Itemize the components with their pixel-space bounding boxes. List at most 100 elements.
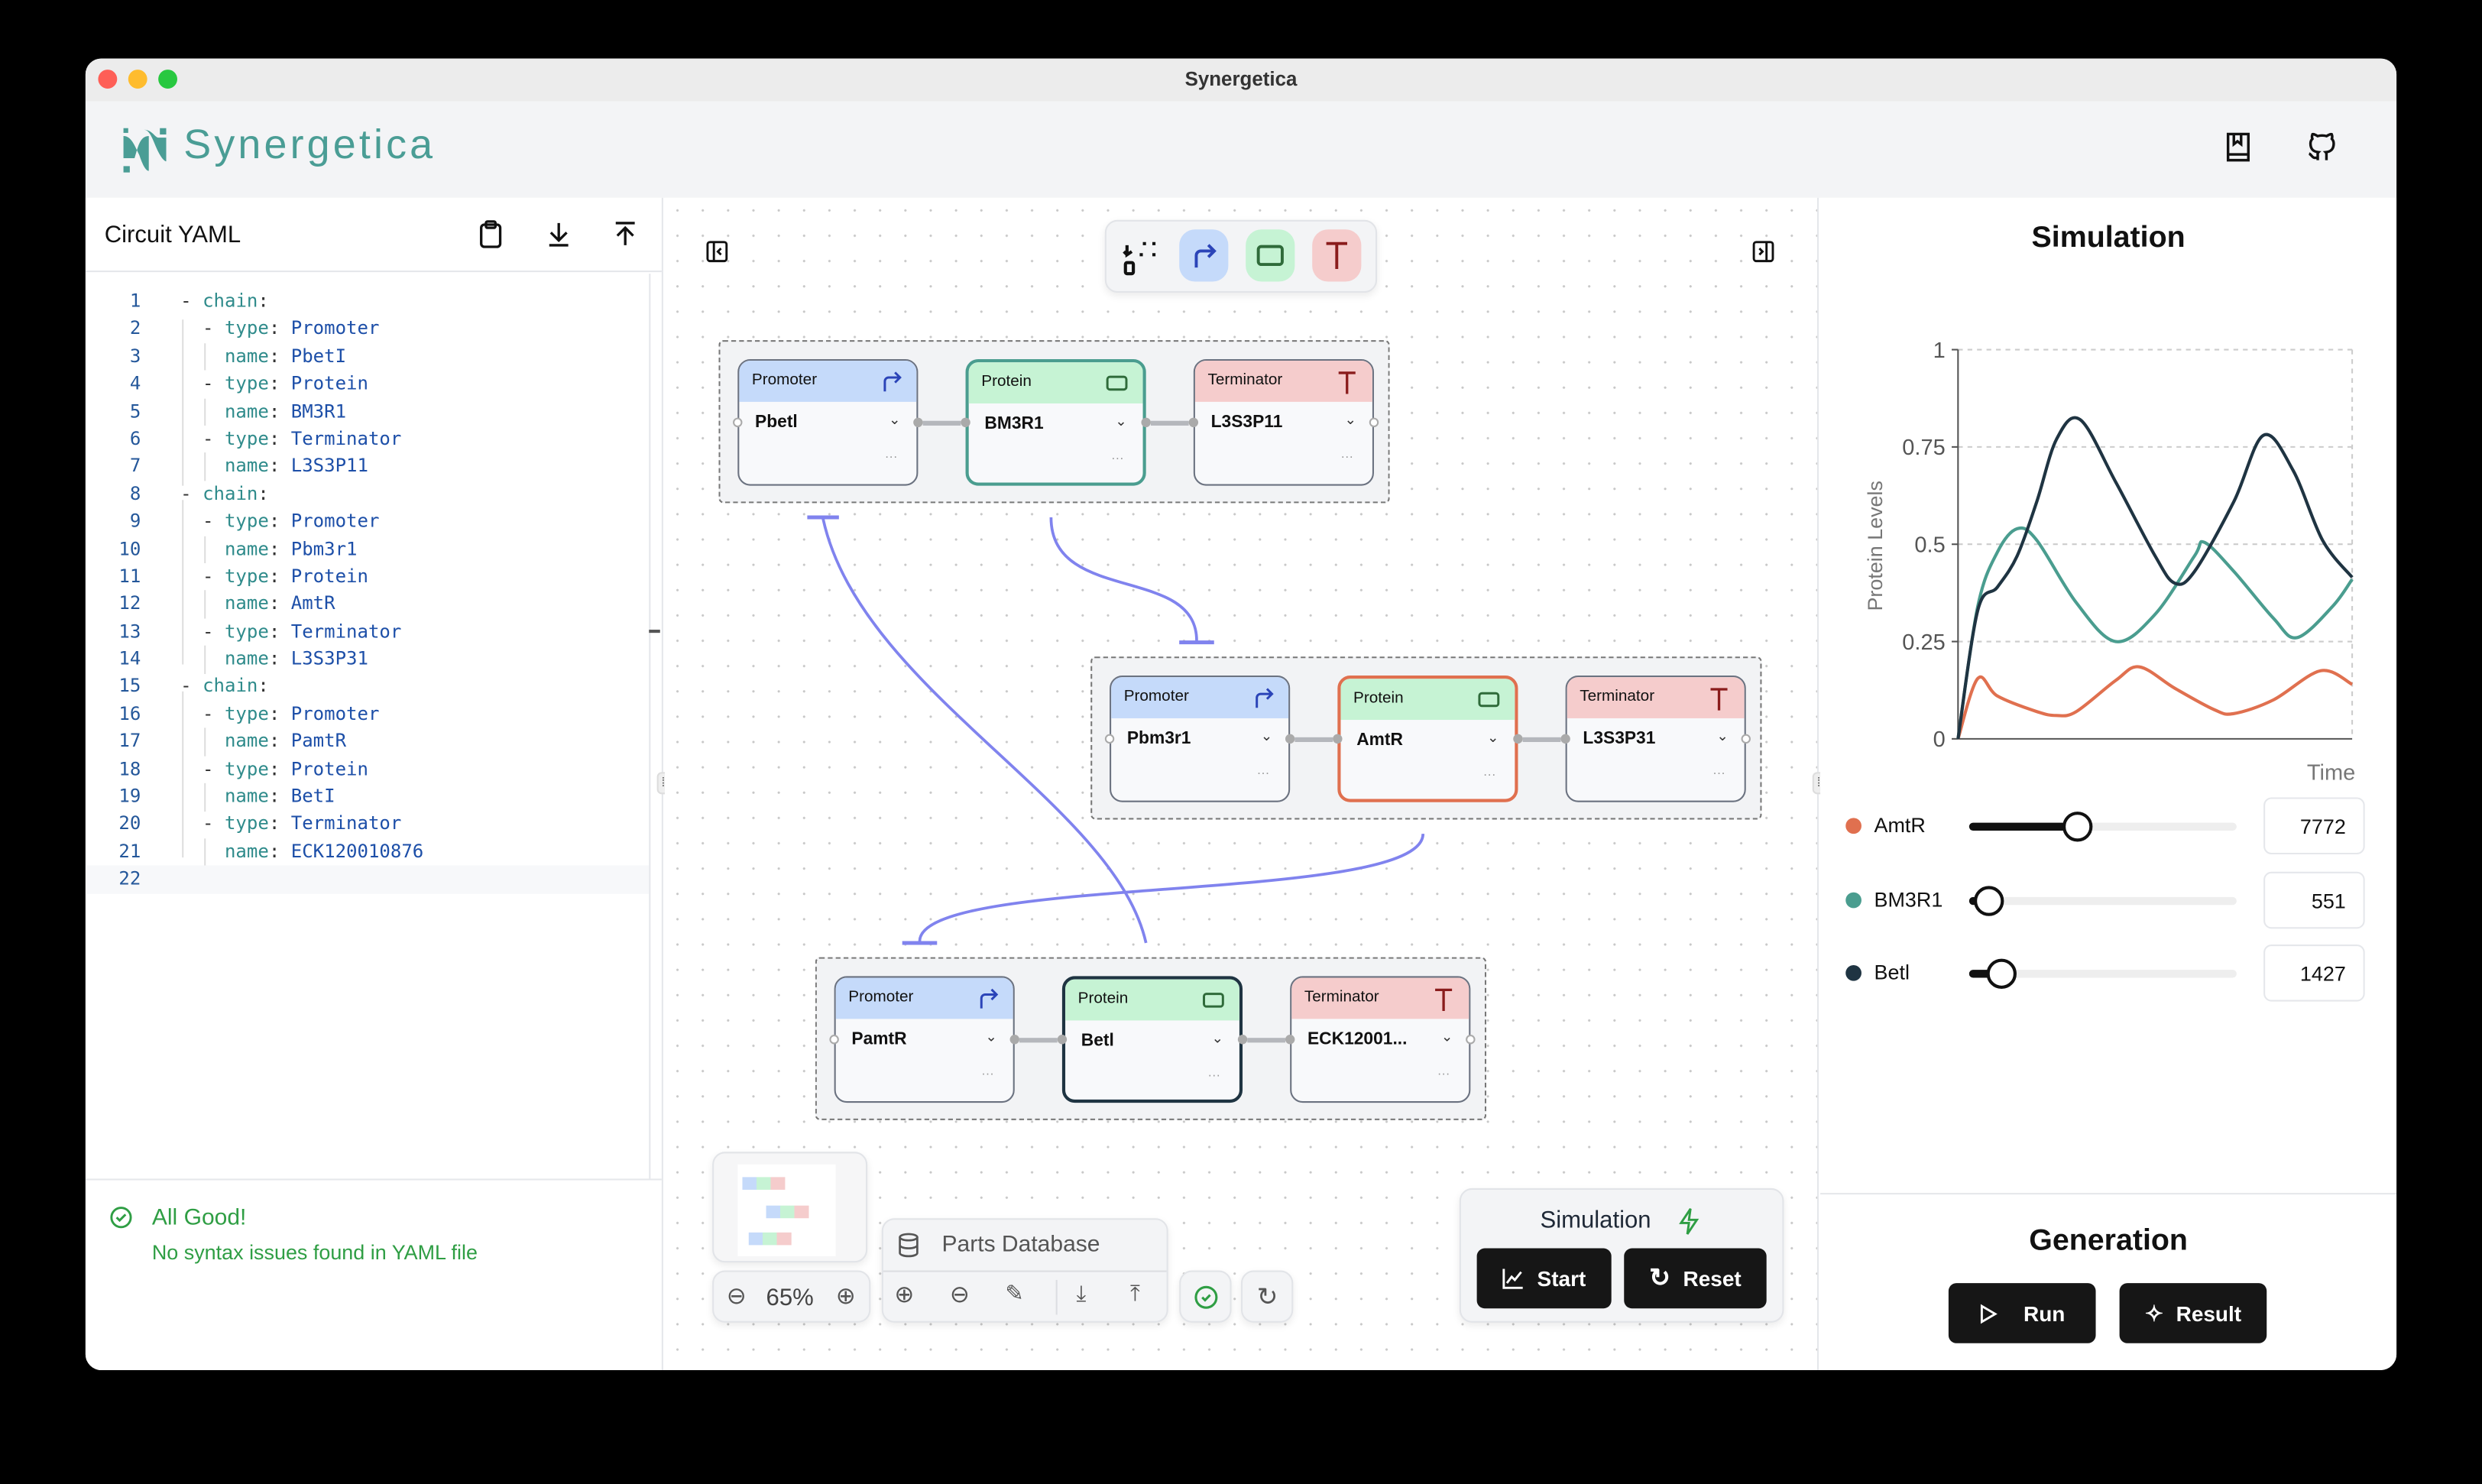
- more-icon[interactable]: ···: [1256, 766, 1270, 780]
- output-port[interactable]: [1513, 734, 1523, 744]
- input-port[interactable]: [1104, 734, 1115, 744]
- protein-slider[interactable]: [1968, 812, 2237, 842]
- slider-knob[interactable]: [2062, 812, 2092, 842]
- minimap[interactable]: [712, 1152, 868, 1263]
- chevron-down-icon[interactable]: ⌄: [1716, 727, 1729, 744]
- output-port[interactable]: [1285, 734, 1295, 744]
- reset-simulation-button[interactable]: ↻ Reset: [1624, 1248, 1767, 1309]
- code-line[interactable]: 12 name: AmtR: [86, 591, 649, 618]
- code-line[interactable]: 22: [85, 865, 650, 893]
- add-terminator-button[interactable]: [1312, 229, 1362, 282]
- protein-slider[interactable]: [1968, 958, 2237, 989]
- code-line[interactable]: 10 name: Pbm3r1: [86, 536, 649, 563]
- remove-part-icon[interactable]: ⊖: [949, 1281, 970, 1309]
- output-port[interactable]: [1369, 417, 1379, 428]
- input-port[interactable]: [829, 1035, 839, 1045]
- chevron-down-icon[interactable]: ⌄: [1260, 727, 1273, 744]
- output-port[interactable]: [1141, 417, 1151, 428]
- chevron-down-icon[interactable]: ⌄: [985, 1028, 997, 1045]
- download-icon[interactable]: [546, 220, 572, 248]
- output-port[interactable]: [1741, 734, 1751, 744]
- more-icon[interactable]: ···: [1207, 1068, 1221, 1083]
- chevron-down-icon[interactable]: ⌄: [1486, 729, 1499, 746]
- upload-parts-icon[interactable]: ⤒: [1129, 1279, 1140, 1306]
- code-line[interactable]: 9 - type: Promoter: [86, 508, 649, 536]
- input-port[interactable]: [1188, 417, 1199, 428]
- more-icon[interactable]: ···: [981, 1066, 994, 1081]
- parts-database-label[interactable]: Parts Database: [941, 1232, 1100, 1258]
- clipboard-icon[interactable]: [478, 220, 504, 248]
- chevron-down-icon[interactable]: ⌄: [1344, 411, 1357, 428]
- result-button[interactable]: ✧ Result: [2119, 1283, 2267, 1343]
- input-port[interactable]: [733, 417, 743, 428]
- minimize-window-button[interactable]: [128, 70, 147, 89]
- more-icon[interactable]: ···: [884, 449, 898, 464]
- add-part-icon[interactable]: ⊕: [894, 1281, 915, 1309]
- input-port[interactable]: [1560, 734, 1570, 744]
- close-window-button[interactable]: [98, 70, 118, 89]
- code-line[interactable]: 15- chain:: [86, 673, 649, 701]
- code-line[interactable]: 13 - type: Terminator: [86, 618, 649, 646]
- collapse-right-panel-icon[interactable]: [1752, 241, 1774, 263]
- maximize-window-button[interactable]: [158, 70, 177, 89]
- output-port[interactable]: [1009, 1035, 1019, 1045]
- github-icon[interactable]: [2305, 130, 2340, 165]
- code-line[interactable]: 17 name: PamtR: [86, 728, 649, 756]
- chevron-down-icon[interactable]: ⌄: [1115, 413, 1127, 429]
- book-bookmark-icon[interactable]: [2221, 130, 2256, 165]
- protein-value-input[interactable]: 551: [2263, 870, 2365, 928]
- input-port[interactable]: [1057, 1035, 1068, 1045]
- code-line[interactable]: 5 name: BM3R1: [86, 398, 649, 426]
- more-icon[interactable]: ···: [1437, 1066, 1450, 1081]
- code-line[interactable]: 4 - type: Protein: [86, 371, 649, 398]
- input-port[interactable]: [961, 417, 970, 428]
- more-icon[interactable]: ···: [1712, 766, 1725, 780]
- slider-knob[interactable]: [1973, 885, 2004, 915]
- validate-button[interactable]: [1179, 1270, 1232, 1323]
- output-port[interactable]: [913, 417, 923, 428]
- chevron-down-icon[interactable]: ⌄: [1440, 1028, 1453, 1045]
- code-line[interactable]: 6 - type: Terminator: [86, 426, 649, 453]
- chevron-down-icon[interactable]: ⌄: [1211, 1029, 1224, 1046]
- output-port[interactable]: [1237, 1035, 1248, 1045]
- add-protein-button[interactable]: [1246, 229, 1295, 282]
- add-promoter-button[interactable]: [1179, 229, 1229, 282]
- code-line[interactable]: 18 - type: Protein: [86, 756, 649, 783]
- more-icon[interactable]: ···: [1340, 449, 1354, 464]
- start-simulation-button[interactable]: Start: [1476, 1248, 1612, 1309]
- code-line[interactable]: 8- chain:: [86, 481, 649, 508]
- code-line[interactable]: 19 name: BetI: [86, 783, 649, 811]
- upload-icon[interactable]: [613, 220, 638, 248]
- collapse-left-panel-icon[interactable]: [706, 241, 728, 263]
- code-line[interactable]: 14 name: L3S3P31: [86, 646, 649, 673]
- code-line[interactable]: 11 - type: Protein: [86, 563, 649, 591]
- code-line[interactable]: 20 - type: Terminator: [86, 811, 649, 838]
- code-line[interactable]: 16 - type: Promoter: [86, 701, 649, 728]
- run-button[interactable]: Run: [1948, 1283, 2096, 1343]
- chevron-down-icon[interactable]: ⌄: [888, 411, 901, 428]
- slider-knob[interactable]: [1987, 958, 2017, 989]
- zoom-in-icon[interactable]: ⊕: [835, 1283, 856, 1311]
- refresh-button[interactable]: ↻: [1240, 1270, 1294, 1323]
- code-line[interactable]: 2 - type: Promoter: [86, 316, 649, 343]
- layout-icon[interactable]: [1123, 239, 1161, 277]
- protein-value-input[interactable]: 7772: [2263, 797, 2365, 855]
- download-parts-icon[interactable]: ⤓: [1076, 1279, 1087, 1306]
- zoom-out-icon[interactable]: ⊖: [726, 1283, 747, 1311]
- input-port[interactable]: [1333, 734, 1343, 744]
- more-icon[interactable]: ···: [1482, 767, 1496, 782]
- editor-scroll-marker[interactable]: [649, 630, 660, 633]
